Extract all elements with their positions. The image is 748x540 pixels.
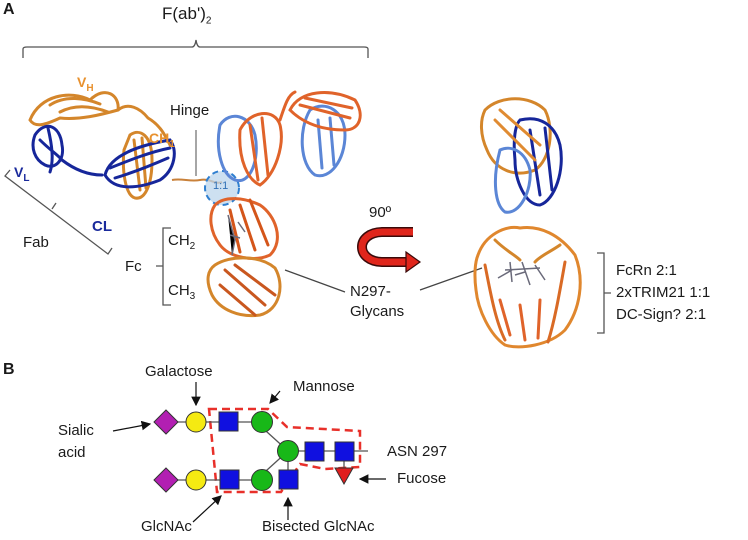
panel-a-letter: A [3, 1, 15, 18]
mannose-arrow [269, 390, 281, 404]
fc-label: Fc [125, 258, 142, 275]
galactose-lower [185, 469, 207, 491]
fucose [334, 467, 354, 486]
fab-label: Fab [23, 234, 49, 251]
fab2-brace [22, 39, 369, 58]
ch3-label: CH3 [168, 282, 196, 302]
binding-partner-fcrn: FcRn 2:1 [616, 262, 677, 279]
vl-domain [31, 124, 104, 177]
fucose-label: Fucose [397, 470, 447, 487]
glcnac-arrow [192, 495, 222, 523]
vl-label: VL [14, 164, 30, 184]
mannose-core [277, 440, 299, 462]
ch1-label: CH1 [149, 130, 175, 150]
rotated-fab-region [480, 97, 563, 214]
binding-partners-list: FcRn 2:1 2xTRIM21 1:1 DC-Sign? 2:1 [616, 260, 710, 326]
ratio-circle-label: 1:1 [213, 180, 229, 192]
mannose-lower [251, 469, 273, 491]
cl-domain [103, 138, 176, 189]
rotated-fc-region [473, 225, 582, 349]
glcnac-upper [218, 411, 239, 432]
galactose-upper [185, 411, 207, 433]
mannose-label: Mannose [293, 378, 355, 395]
cl-label: CL [92, 218, 112, 235]
panel-b-letter: B [3, 361, 15, 378]
rotation-arrow-icon [357, 227, 422, 274]
ratio-circle [204, 170, 240, 206]
right-fab-light-chain [216, 104, 347, 183]
glycan-sticks [227, 214, 246, 256]
right-fab-heavy-chain [238, 90, 362, 187]
binding-partner-dcsign: DC-Sign? 2:1 [616, 306, 707, 323]
mannose-upper [251, 411, 273, 433]
glcnac-core-1 [304, 441, 325, 462]
sialic-arrow [112, 420, 152, 432]
fab-brace [4, 169, 113, 255]
rotation-label: 90º [369, 204, 392, 221]
glycan-pointer-left [284, 269, 346, 293]
bisected-glcnac-label: Bisected GlcNAc [262, 518, 375, 535]
glcnac-lower [219, 469, 240, 490]
sialic-acid-label: Sialic acid [58, 422, 94, 461]
glycan-pointer-right [419, 267, 483, 291]
fab2-label: F(ab')2 [162, 4, 212, 27]
sialic-acid-lower [153, 467, 179, 493]
glycans-label: N297- Glycans [350, 283, 405, 320]
glcnac-bisected [278, 469, 299, 490]
rotated-glycans [497, 261, 546, 286]
vh-domain [28, 91, 172, 147]
glcnac-label: GlcNAc [141, 518, 192, 535]
sialic-acid-upper [153, 409, 179, 435]
binding-partner-trim21: 2xTRIM21 1:1 [616, 284, 711, 301]
vh-label: VH [77, 74, 94, 94]
fc-brace [156, 227, 171, 306]
fc-domains [206, 197, 282, 318]
hinge-label: Hinge [170, 102, 210, 119]
glcnac-core-2 [334, 441, 355, 462]
ch2-label: CH2 [168, 232, 196, 252]
asn297-label: ASN 297 [387, 443, 448, 460]
binding-brace [597, 252, 611, 334]
galactose-label: Galactose [145, 363, 213, 380]
